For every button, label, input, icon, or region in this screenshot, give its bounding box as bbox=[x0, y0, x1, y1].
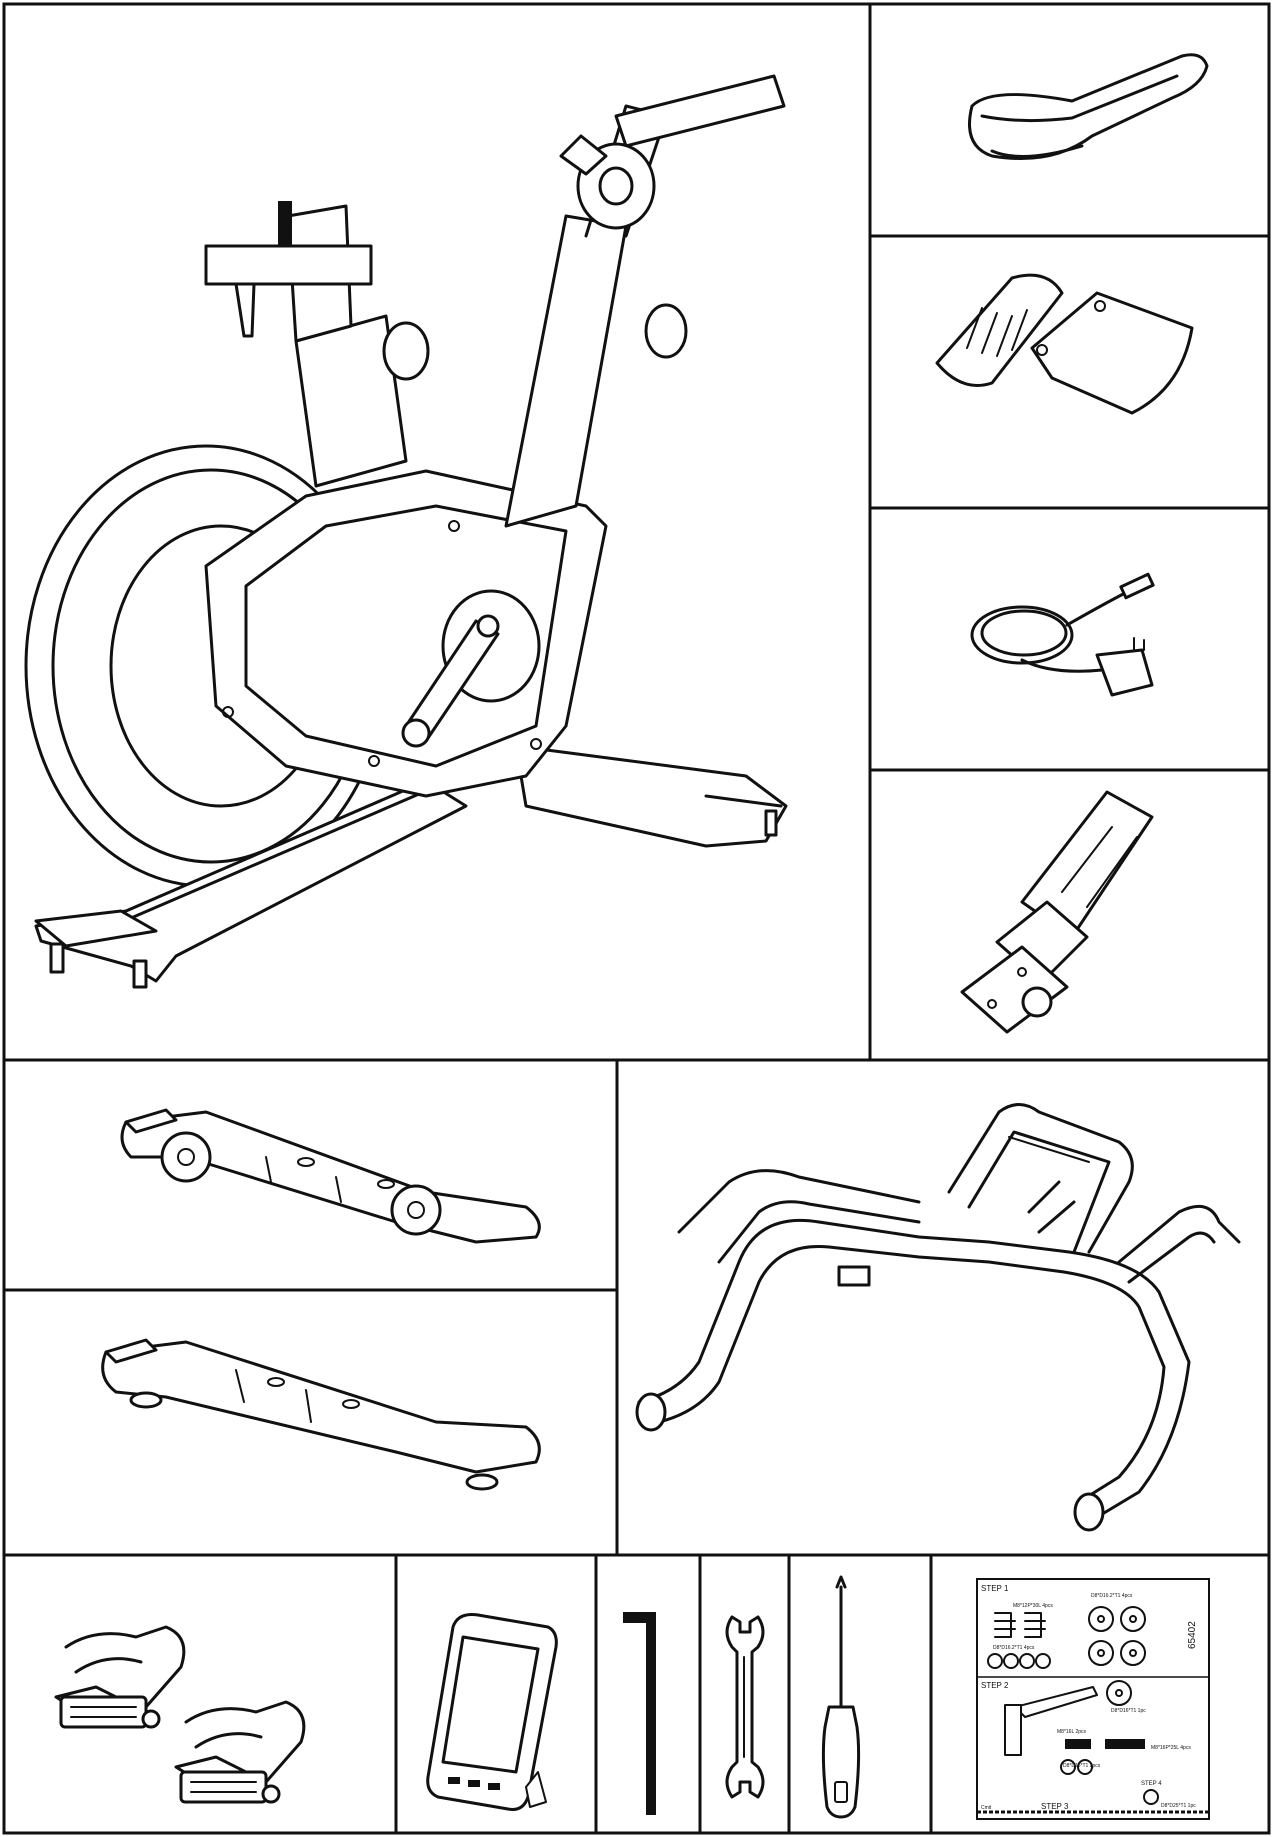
part-front-stabilizer bbox=[6, 1062, 615, 1288]
part-rear-stabilizer bbox=[6, 1292, 615, 1553]
part-power-adapter bbox=[872, 510, 1267, 768]
hw-step3-label: STEP 3 bbox=[1041, 1802, 1069, 1811]
hw-step2-label: STEP 2 bbox=[981, 1681, 1009, 1690]
part-hardware-card: STEP 1 STEP 2 STEP 3 STEP 4 65402 M8*12P… bbox=[933, 1557, 1267, 1831]
part-saddle bbox=[872, 6, 1267, 234]
hw-item-f: D8*D16*T1 2pcs bbox=[1063, 1763, 1101, 1769]
part-console-bracket bbox=[872, 772, 1267, 1058]
hw-item-c: D8*D16.2*T1 4pcs bbox=[993, 1645, 1035, 1651]
water-bottle-holder-icon bbox=[935, 273, 1194, 415]
hw-item-a: M8*12P*30L 4pcs bbox=[1013, 1603, 1053, 1609]
rear-stabilizer-icon bbox=[101, 1338, 541, 1491]
part-wrench bbox=[702, 1557, 787, 1831]
hw-item-g: D8*D16*T1 1pc bbox=[1111, 1708, 1146, 1714]
front-stabilizer-icon bbox=[120, 1108, 541, 1244]
console-bracket-icon bbox=[960, 790, 1154, 1034]
hw-brand: Cmit bbox=[981, 1805, 992, 1811]
wrench-icon bbox=[725, 1615, 765, 1799]
part-allen-key bbox=[598, 1557, 698, 1831]
console-monitor-icon bbox=[426, 1613, 558, 1811]
pedals-icon bbox=[54, 1625, 306, 1804]
part-screwdriver bbox=[791, 1557, 929, 1831]
hw-item-i: D8*D25*T1 1pc bbox=[1161, 1803, 1196, 1809]
hw-code: 65402 bbox=[1187, 1621, 1198, 1649]
hw-step4-label: STEP 4 bbox=[1141, 1781, 1162, 1787]
part-handlebar bbox=[619, 1062, 1267, 1553]
screwdriver-icon bbox=[821, 1575, 861, 1819]
hardware-card-icon: STEP 1 STEP 2 STEP 3 STEP 4 65402 M8*12P… bbox=[976, 1578, 1210, 1820]
part-pedals bbox=[6, 1557, 394, 1831]
handlebar-icon bbox=[635, 1103, 1241, 1532]
hw-step1-label: STEP 1 bbox=[981, 1584, 1009, 1593]
exercise-bike-frame-icon bbox=[24, 74, 788, 989]
part-bike-frame bbox=[6, 6, 868, 1058]
allen-key-icon bbox=[623, 1612, 656, 1815]
part-bottle-holder bbox=[872, 238, 1267, 506]
hw-item-b: D8*D16.2*T1 4pcs bbox=[1091, 1593, 1133, 1599]
part-console bbox=[398, 1557, 594, 1831]
hw-item-d: M8*16P*25L 4pcs bbox=[1151, 1745, 1191, 1751]
saddle-icon bbox=[968, 53, 1209, 160]
hw-item-e: M8*16L 2pcs bbox=[1057, 1729, 1086, 1735]
power-adapter-icon bbox=[970, 572, 1155, 697]
